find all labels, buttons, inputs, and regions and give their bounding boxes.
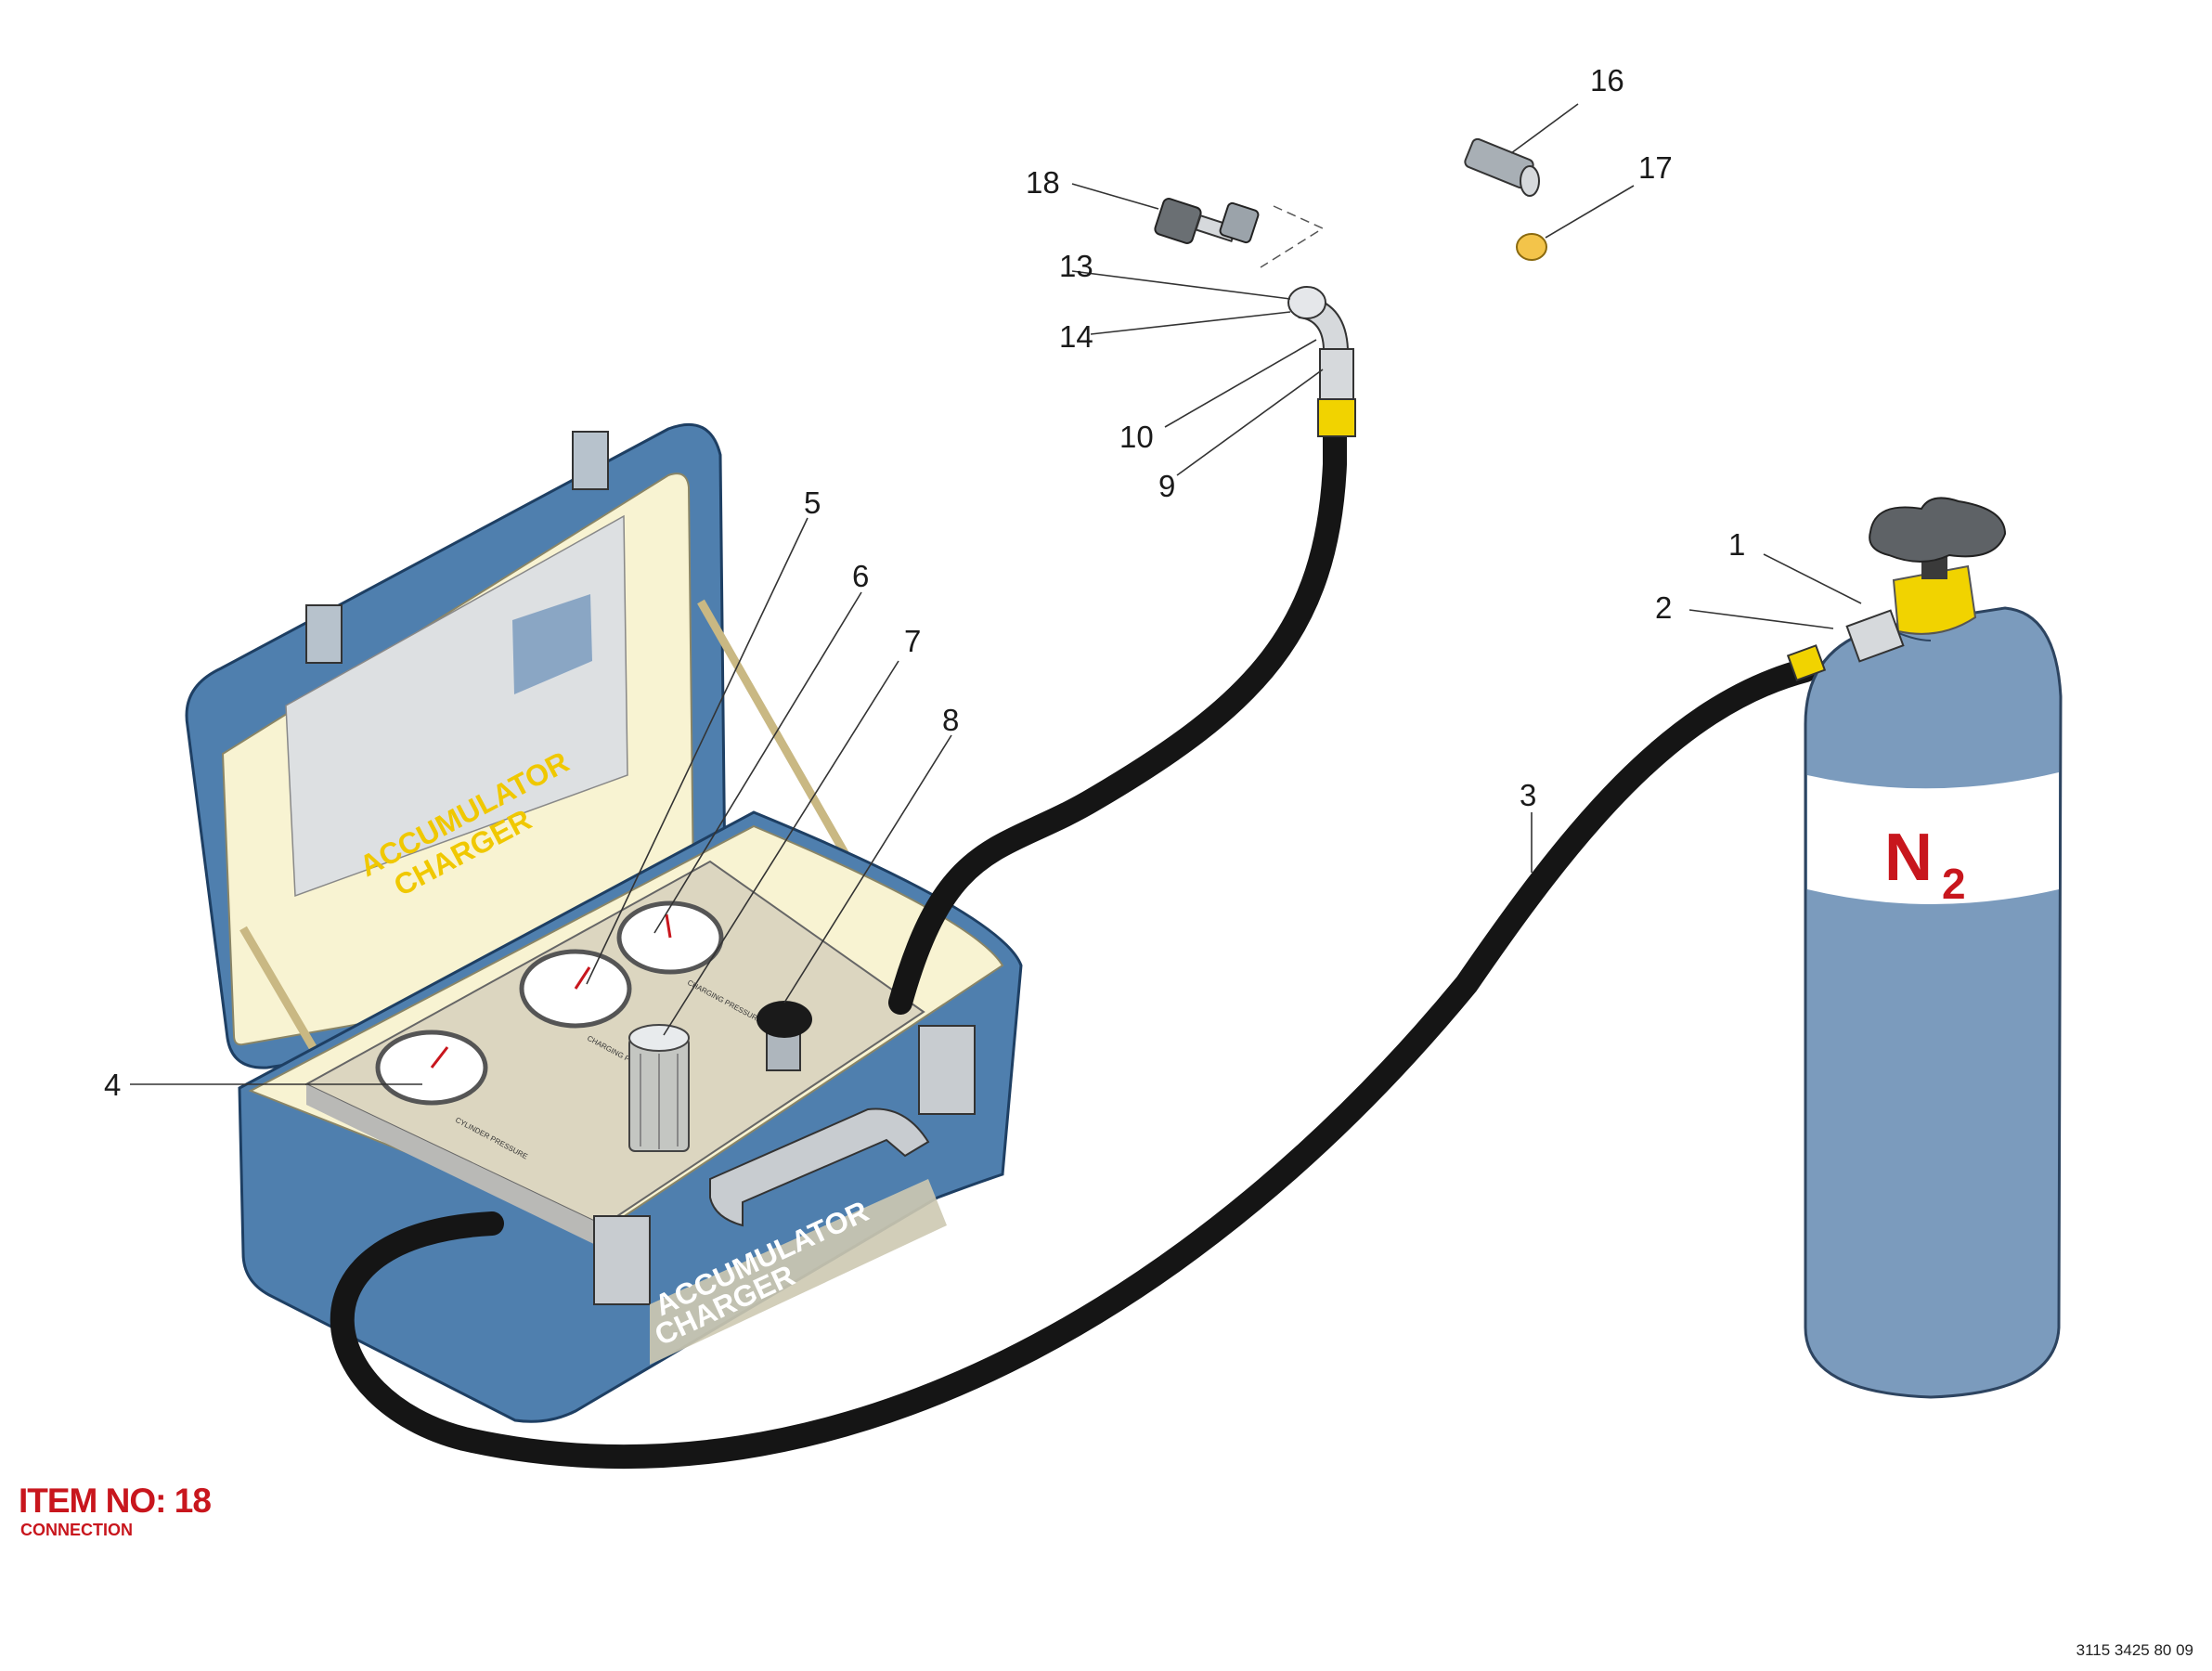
callout-1: 1 — [1728, 527, 1745, 562]
lid-latch-tab[interactable] — [572, 431, 609, 490]
swivel-nut — [1287, 286, 1326, 319]
callout-13: 13 — [1059, 249, 1093, 283]
accumulator-charger-case: CYLINDER PRESSURE CHARGING PRESSURE CHAR… — [185, 422, 1023, 1423]
lid-latch-tab[interactable] — [305, 604, 343, 664]
callout-8: 8 — [942, 703, 959, 737]
case-latch[interactable] — [593, 1215, 651, 1305]
callout-18: 18 — [1026, 165, 1060, 200]
connection-adapter — [1154, 198, 1325, 268]
item-number-title: ITEM NO: 18 — [19, 1482, 212, 1520]
cylinder-label-band — [1807, 772, 2059, 904]
callout-17: 17 — [1638, 150, 1673, 185]
nitrogen-cylinder — [1786, 497, 2063, 1399]
callout-10: 10 — [1119, 420, 1154, 454]
item-description: CONNECTION — [20, 1521, 133, 1539]
callout-14: 14 — [1059, 319, 1093, 354]
cap-fitting — [1516, 233, 1547, 261]
front-label-area — [650, 1179, 947, 1365]
valve-outlet-band — [1786, 644, 1827, 681]
case-handle[interactable] — [709, 1108, 930, 1227]
callout-16: 16 — [1590, 63, 1624, 97]
cylinder-body — [1804, 606, 2063, 1399]
hose-end-fitting — [1287, 286, 1356, 437]
callout-2: 2 — [1655, 590, 1672, 625]
callout-numbers: 1 2 3 4 5 6 7 8 9 10 13 14 16 17 18 — [104, 63, 1745, 1102]
hose-yellow-band — [1317, 398, 1356, 437]
nipple-fitting — [1464, 137, 1540, 197]
callout-3: 3 — [1520, 778, 1536, 812]
cylinder-label-subscript: 2 — [1942, 860, 1966, 908]
document-number: 3115 3425 80 09 — [2076, 1641, 2193, 1659]
callout-leaders — [130, 103, 1862, 1085]
lid-document-inset — [512, 594, 592, 694]
callout-6: 6 — [852, 559, 869, 593]
case-latch[interactable] — [918, 1025, 976, 1115]
cylinder-label-n: N — [1884, 821, 1933, 895]
callout-7: 7 — [904, 624, 921, 658]
callout-5: 5 — [804, 486, 821, 520]
hose-to-cylinder — [330, 658, 1817, 1469]
valve-handwheel[interactable] — [1869, 497, 2007, 563]
filter-cartridge — [628, 1024, 690, 1152]
callout-4: 4 — [104, 1068, 121, 1102]
cylinder-valve[interactable] — [1892, 564, 1977, 635]
control-knob[interactable] — [757, 1001, 812, 1071]
hose-to-fitting — [888, 410, 1347, 1015]
valve-outlet — [1845, 609, 1905, 663]
callout-9: 9 — [1158, 469, 1175, 503]
case-left-wall — [306, 1084, 603, 1249]
